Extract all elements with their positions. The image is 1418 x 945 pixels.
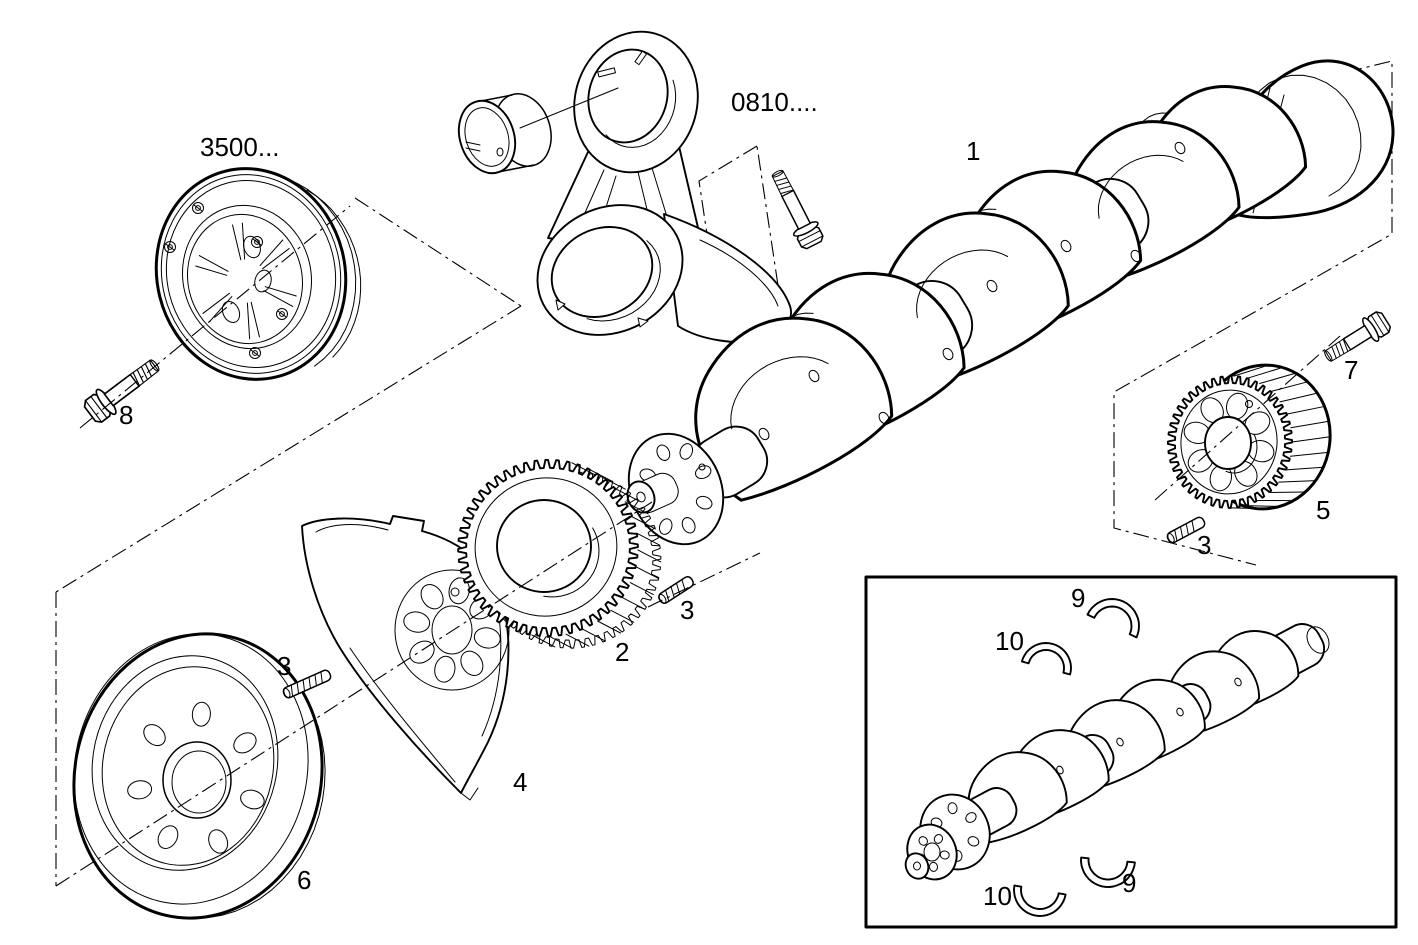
callout-backing-plate: 4 xyxy=(513,767,527,797)
crankshaft-front-gear xyxy=(457,458,662,649)
crankshaft xyxy=(626,59,1395,546)
callout-gear-bolt: 7 xyxy=(1344,355,1358,385)
gear-bolt xyxy=(1324,311,1391,362)
callout-crankshaft: 1 xyxy=(966,136,980,166)
pulley-bolt xyxy=(83,359,160,423)
callout-pulley-bolt: 8 xyxy=(119,400,133,430)
callout-damper: 6 xyxy=(297,865,311,895)
callout-rear-gear: 5 xyxy=(1316,495,1330,525)
callout-bearing-lower-a: 10 xyxy=(995,626,1024,656)
vibration-damper xyxy=(72,632,326,920)
callout-labels: 3500... 0810.... 1 2 3 3 3 4 5 6 7 8 9 9… xyxy=(119,87,1358,911)
bearing-shells-inset xyxy=(864,575,1398,929)
crankshaft-rear-gear xyxy=(1166,363,1332,511)
callout-key-right: 3 xyxy=(1197,530,1211,560)
callout-bearing-upper-a: 9 xyxy=(1071,583,1085,613)
callout-bearing-lower-b: 10 xyxy=(983,881,1012,911)
callout-key-middle: 3 xyxy=(680,595,694,625)
ref-pulley-group: 3500... xyxy=(200,132,280,162)
center-lines xyxy=(55,205,1341,887)
accessory-drive-pulley xyxy=(154,167,362,381)
callout-bearing-upper-b: 9 xyxy=(1122,868,1136,898)
callout-front-gear: 2 xyxy=(615,637,629,667)
connecting-rod xyxy=(519,30,792,344)
callout-key-left: 3 xyxy=(277,651,291,681)
shaft-keys xyxy=(282,516,1206,699)
connecting-rod-bolt xyxy=(771,169,824,250)
ref-rod-bolt-group: 0810.... xyxy=(731,87,818,117)
piston-pin-bushing xyxy=(457,93,552,175)
backing-plate xyxy=(301,515,510,801)
